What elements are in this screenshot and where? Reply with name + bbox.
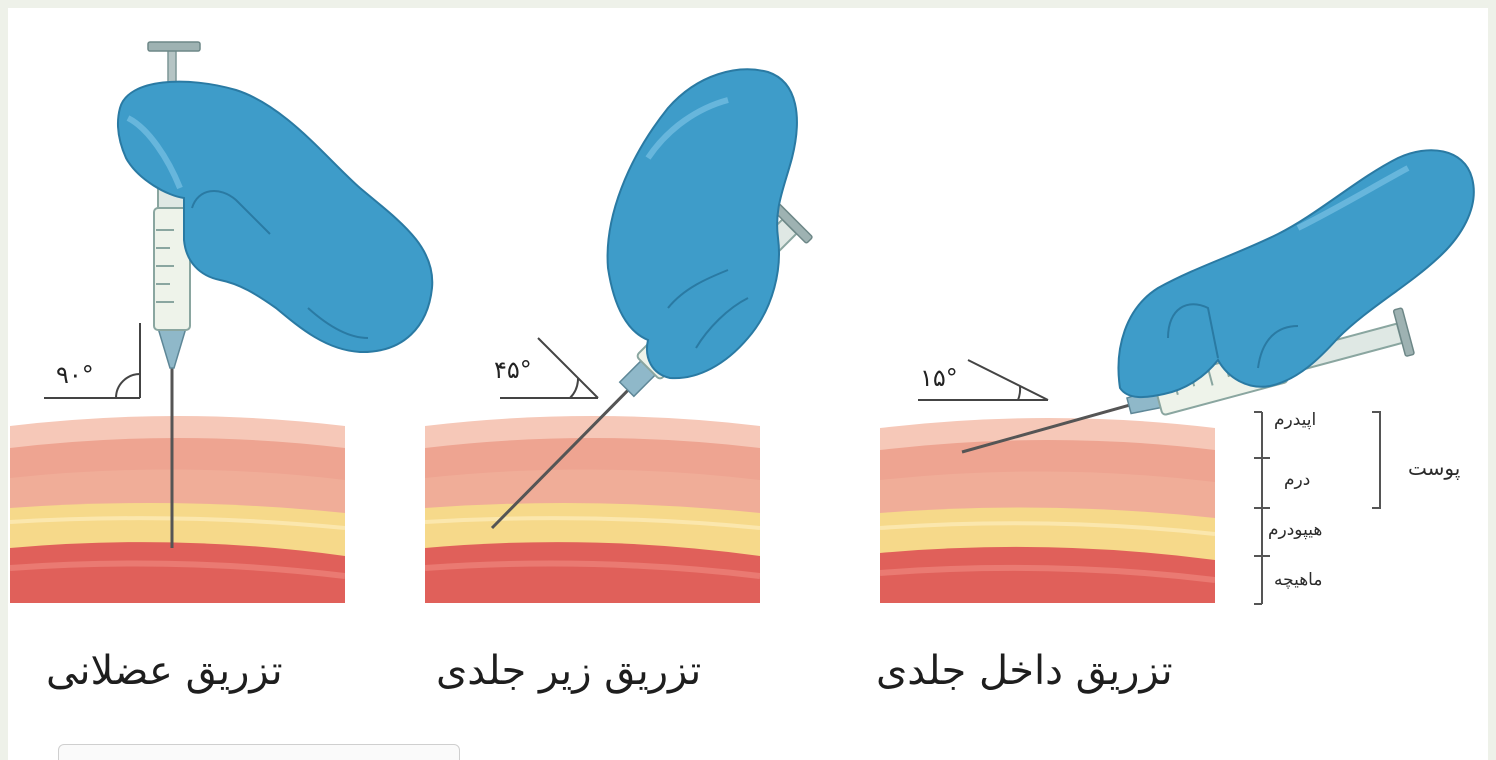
layer-label-epidermis: اپیدرم	[1274, 410, 1316, 430]
layer-label-muscle: ماهیچه	[1274, 570, 1322, 590]
skin-block-intramuscular	[10, 416, 345, 608]
caption-subcutaneous: تزریق زیر جلدی	[436, 648, 701, 694]
bottom-partial-box	[58, 744, 460, 760]
gloved-hand-subcutaneous	[608, 69, 797, 378]
diagram-canvas: ۹۰° ۴۵° ۱۵°	[8, 8, 1488, 760]
plunger-thumb	[148, 42, 200, 51]
angle-label-intradermal: ۱۵°	[920, 364, 958, 392]
layer-label-dermis: درم	[1284, 470, 1310, 490]
muscle-layer	[425, 542, 760, 608]
layer-label-skin: پوست	[1408, 456, 1460, 480]
skin-block-subcutaneous	[425, 416, 760, 608]
layer-label-hypodermis: هیپودرم	[1268, 520, 1322, 540]
needle-hub	[158, 328, 186, 368]
angle-label-subcutaneous: ۴۵°	[494, 356, 532, 384]
angle-label-intramuscular: ۹۰°	[56, 361, 94, 389]
skin-block-intradermal	[880, 418, 1215, 608]
caption-intradermal: تزریق داخل جلدی	[876, 648, 1173, 694]
muscle-layer	[10, 542, 345, 608]
gloved-hand-intradermal	[1119, 150, 1474, 397]
caption-intramuscular: تزریق عضلانی	[46, 648, 283, 694]
